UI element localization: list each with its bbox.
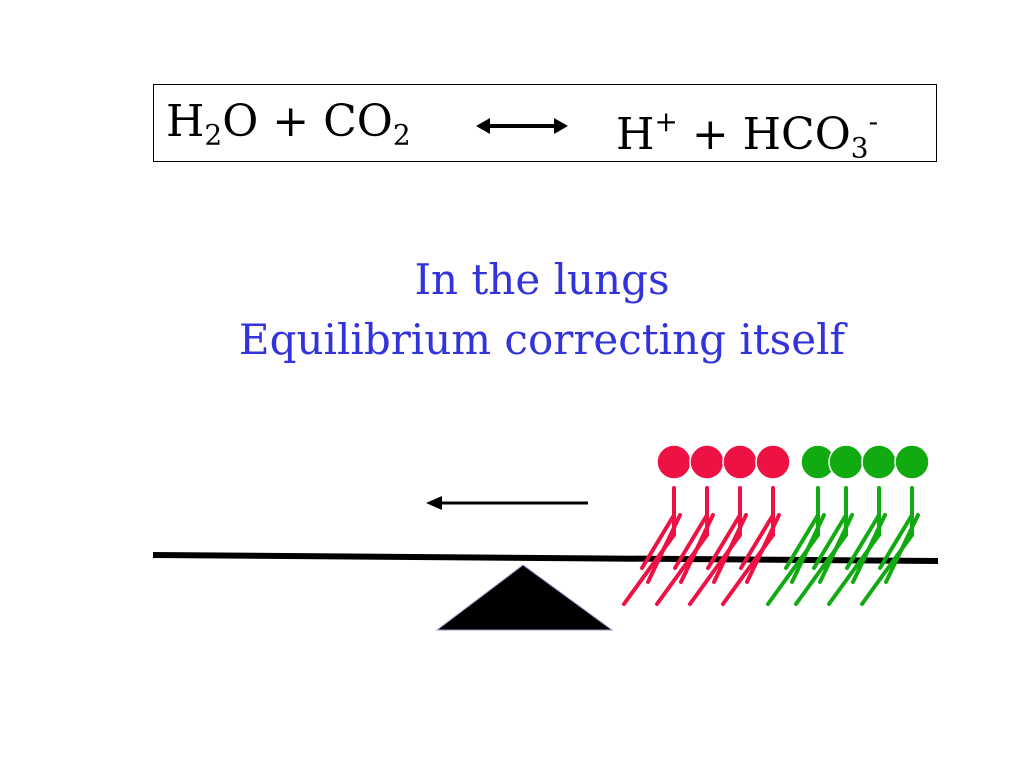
equation-reactants: H2O + CO2	[166, 95, 411, 162]
red-molecule-ball	[689, 444, 725, 480]
caption-location: In the lungs	[414, 255, 670, 304]
molecule-stack	[622, 444, 930, 606]
triangle-fulcrum-icon	[435, 564, 614, 631]
red-molecule-stick	[688, 486, 748, 606]
equation-box: H2O + CO2 H+ + HCO3-	[153, 84, 937, 165]
equation-products: H+ + HCO3-	[616, 95, 878, 176]
green-molecule-ball	[828, 444, 864, 480]
red-molecule-ball	[755, 444, 791, 480]
red-molecule-ball	[656, 444, 692, 480]
red-molecule-stick	[622, 486, 682, 606]
eq-plus-charge: +	[654, 105, 678, 138]
green-molecule-stick	[794, 486, 854, 606]
balance-beam	[152, 552, 939, 564]
left-arrow-icon	[426, 496, 588, 510]
green-molecule-ball	[894, 444, 930, 480]
eq-h-ion: H	[616, 109, 655, 161]
eq-sub-3: 3	[850, 131, 869, 165]
green-molecule-stick	[860, 486, 920, 606]
caption-description: Equilibrium correcting itself	[238, 315, 846, 364]
red-molecule-stick	[655, 486, 715, 606]
eq-hco: + HCO	[677, 109, 851, 161]
red-molecule-stick	[721, 486, 781, 606]
green-molecule-stick	[766, 486, 826, 606]
eq-o-co: O + CO	[222, 96, 393, 147]
eq-sub-2b: 2	[392, 118, 411, 152]
eq-sub-2a: 2	[204, 118, 223, 152]
green-molecule-ball	[861, 444, 897, 480]
green-molecule-stick	[827, 486, 887, 606]
eq-h: H	[166, 96, 205, 147]
double-arrow-icon	[476, 118, 568, 134]
eq-minus-charge: -	[868, 105, 879, 138]
red-molecule-ball	[722, 444, 758, 480]
